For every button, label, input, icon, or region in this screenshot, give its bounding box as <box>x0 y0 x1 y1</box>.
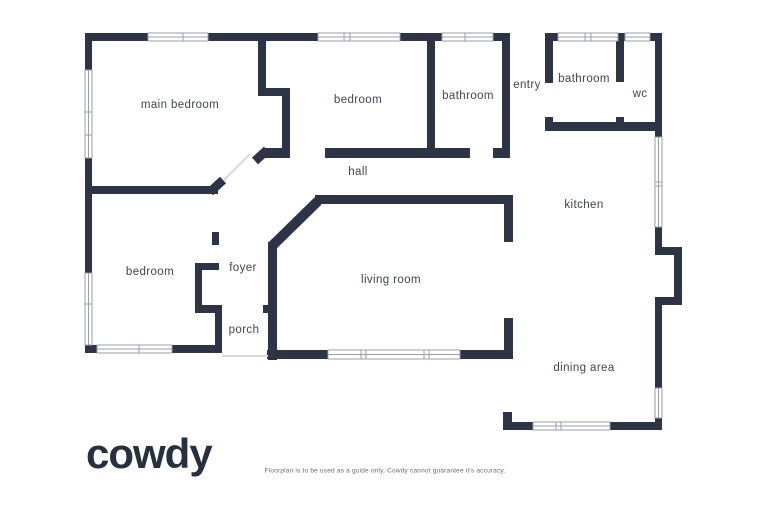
room-label-wc: wc <box>632 88 648 100</box>
window-living-room-bottom <box>327 349 461 360</box>
window-wc-top <box>624 32 651 42</box>
window-main-bedroom-left <box>84 69 93 159</box>
room-label-bathroom-2: bathroom <box>558 73 610 85</box>
window-bedroom2-bottom <box>96 344 173 354</box>
room-label-foyer: foyer <box>229 262 257 274</box>
room-label-bedroom-left: bedroom <box>125 266 175 278</box>
window-bedroom2-left <box>84 272 93 346</box>
window-dining-right <box>654 387 663 419</box>
room-label-hall: hall <box>348 166 368 178</box>
window-bathroom1-top <box>441 32 494 42</box>
agency-logo: cowdy <box>86 430 213 477</box>
disclaimer-text: Floorplan is to be used as a guide only.… <box>264 467 506 475</box>
room-label-entry: entry <box>513 79 541 91</box>
door-leaf-line <box>223 153 251 181</box>
diagonal-walls <box>206 146 322 250</box>
room-label-dining-area: dining area <box>553 362 615 374</box>
windows <box>84 32 663 431</box>
room-label-bathroom-1: bathroom <box>442 90 494 102</box>
interior-walls <box>85 41 662 360</box>
door-threshold-lines <box>222 153 268 357</box>
room-label-kitchen: kitchen <box>564 199 604 211</box>
room-label-living-room: living room <box>360 274 422 286</box>
window-bedroom-top <box>317 32 401 42</box>
room-label-bedroom-top: bedroom <box>333 94 383 106</box>
window-bathroom2-top <box>557 32 619 42</box>
room-label-porch: porch <box>228 324 260 336</box>
window-kitchen-right <box>654 136 663 228</box>
window-dining-bottom <box>532 421 611 431</box>
room-label-main-bedroom: main bedroom <box>140 99 220 111</box>
window-main-bedroom-top <box>147 32 209 42</box>
